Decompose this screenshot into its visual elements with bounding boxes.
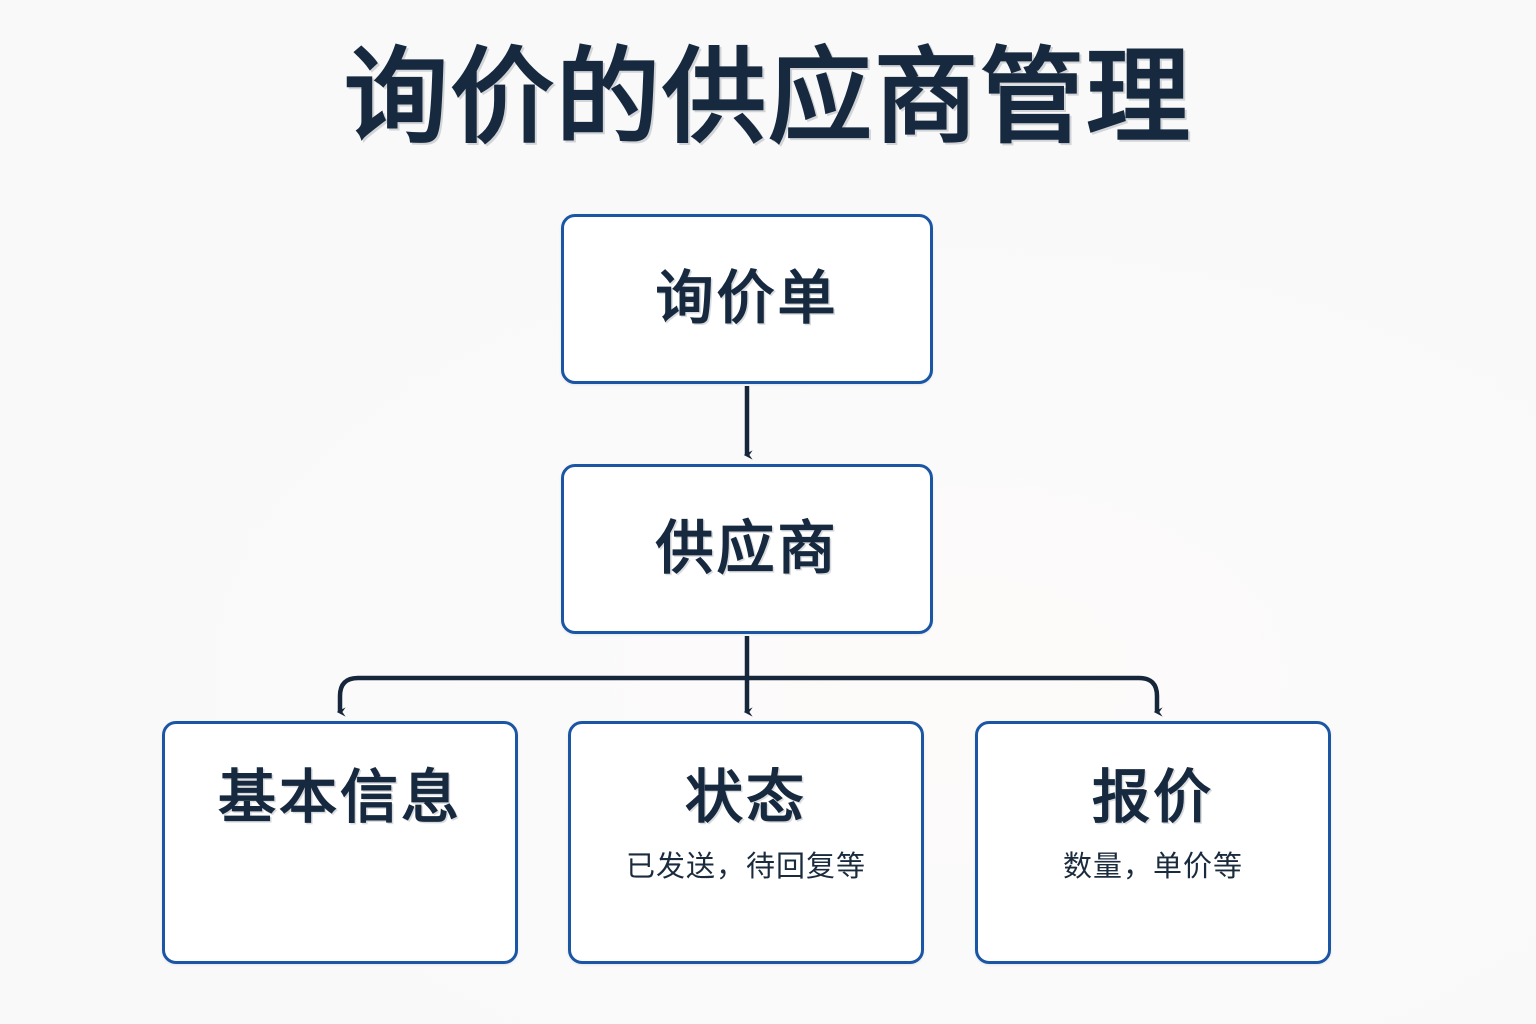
node-quote-label: 报价	[1091, 765, 1214, 830]
node-supplier-label: 供应商	[655, 516, 839, 582]
edge-supplier-to-quote	[747, 675, 1163, 717]
node-inquiry-label: 询价单	[655, 266, 839, 332]
node-supplier[interactable]: 供应商	[561, 464, 933, 634]
node-quote-subtitle: 数量，单价等	[1062, 850, 1243, 883]
node-status-subtitle: 已发送，待回复等	[625, 850, 866, 883]
node-inquiry[interactable]: 询价单	[561, 214, 933, 384]
node-basic-info-label: 基本信息	[217, 765, 462, 830]
node-quote[interactable]: 报价 数量，单价等	[975, 721, 1331, 964]
node-status-label: 状态	[684, 765, 807, 830]
edge-supplier-to-basic	[336, 675, 747, 717]
node-basic-info[interactable]: 基本信息	[162, 721, 518, 964]
page-title: 询价的供应商管理	[343, 40, 1192, 156]
node-status[interactable]: 状态 已发送，待回复等	[568, 721, 924, 964]
